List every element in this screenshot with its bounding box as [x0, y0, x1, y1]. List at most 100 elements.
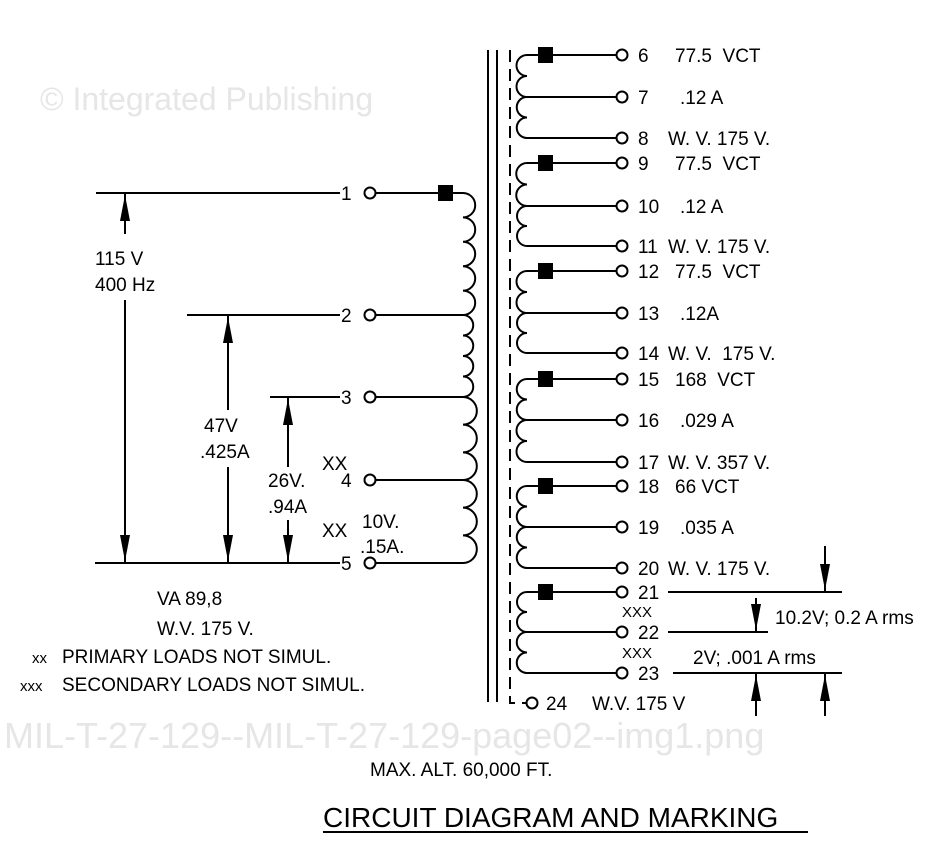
arrow-head: [223, 317, 233, 343]
terminal-21: [615, 585, 629, 599]
winding-2-label-3: W. V. 175 V.: [668, 237, 770, 258]
tap4-current: .15A.: [360, 537, 404, 558]
terminal-20-label: 20: [638, 559, 659, 580]
arrow-head: [120, 195, 130, 221]
winding-1-label-3: W. V. 175 V.: [668, 129, 770, 150]
arrow-head: [283, 399, 293, 425]
winding-2-label-1: 77.5 VCT: [675, 154, 761, 175]
winding-4-label-2: .029 A: [680, 411, 734, 432]
xxx-note: SECONDARY LOADS NOT SIMUL.: [62, 675, 365, 696]
winding-1-label-2: .12 A: [680, 88, 724, 109]
terminal-12: [615, 264, 629, 278]
secondary-coil: [515, 96, 528, 139]
secondary-coil: [515, 54, 528, 98]
terminal-22: [615, 625, 629, 639]
secondary-coil: [515, 270, 528, 314]
supply-frequency: 400 Hz: [95, 275, 155, 296]
terminal-17: [615, 455, 629, 469]
terminal-2-label: 2: [341, 306, 352, 327]
terminal-10-label: 10: [638, 197, 659, 218]
polarity-dot-square: [438, 185, 453, 201]
terminal-8: [615, 131, 629, 145]
polarity-dot-square: [538, 155, 553, 171]
tap3-voltage: 26V.: [268, 471, 305, 492]
terminal-3-label: 3: [341, 388, 352, 409]
terminal-4: [363, 473, 377, 487]
terminal-9: [615, 156, 629, 170]
winding-3-label-2: .12A: [680, 304, 719, 325]
secondary-coil: [515, 485, 528, 528]
secondary-coil: [515, 378, 528, 421]
winding-5-label-1: 66 VCT: [675, 477, 740, 498]
terminal-23-label: 23: [638, 664, 659, 685]
winding-1-label-1: 77.5 VCT: [675, 46, 761, 67]
terminal-23: [615, 666, 629, 680]
arrow-head: [751, 675, 761, 701]
winding-4-label-1: 168 VCT: [675, 370, 756, 391]
secondary-coil: [515, 631, 528, 674]
xx-note-mark: xx: [32, 650, 48, 667]
terminal-15-label: 15: [638, 370, 659, 391]
primary-coil: [462, 314, 475, 398]
tap2-current: .425A: [200, 442, 250, 463]
xx-mark-2: XX: [322, 521, 348, 542]
va-rating: VA 89,8: [157, 589, 222, 610]
terminal-7: [615, 90, 629, 104]
watermark-filename: MIL-T-27-129--MIL-T-27-129-page02--img1.…: [4, 715, 764, 756]
max-altitude: MAX. ALT. 60,000 FT.: [370, 760, 552, 781]
xx-mark-1: XX: [322, 454, 348, 475]
winding-5-label-2: .035 A: [680, 518, 734, 539]
terminal-13: [615, 306, 629, 320]
winding-2-label-2: .12 A: [680, 197, 724, 218]
arrow-head: [120, 535, 130, 561]
arrow-head: [820, 675, 830, 701]
shield-dashed-line: [509, 50, 527, 704]
tap4-voltage: 10V.: [362, 512, 399, 533]
terminal-2: [363, 308, 377, 322]
terminal-5: [363, 556, 377, 570]
shield-working-voltage: W.V. 175 V: [592, 694, 686, 715]
arrow-head: [751, 604, 761, 630]
winding-4-label-3: W. V. 357 V.: [668, 453, 770, 474]
diagram-geometry: [95, 47, 842, 833]
polarity-dot-square: [538, 47, 553, 63]
terminal-3: [363, 390, 377, 404]
xxx-note-mark: xxx: [20, 678, 43, 695]
polarity-dot-square: [538, 478, 553, 494]
supply-voltage: 115 V: [95, 249, 144, 270]
watermark-copyright: © Integrated Publishing: [40, 81, 373, 117]
primary-working-voltage: W.V. 175 V.: [157, 619, 254, 640]
polarity-dot-square: [538, 263, 553, 279]
terminal-1-label: 1: [341, 184, 352, 205]
arrow-head: [820, 564, 830, 590]
terminal-6: [615, 48, 629, 62]
arrow-head: [283, 535, 293, 561]
terminal-13-label: 13: [638, 304, 659, 325]
terminal-15: [615, 372, 629, 386]
xxx-mark-2: XXX: [622, 645, 652, 662]
secondary-coil: [516, 205, 528, 247]
terminal-18: [615, 479, 629, 493]
winding-3-label-3: W. V. 175 V.: [668, 344, 775, 365]
terminal-16: [615, 413, 629, 427]
terminal-20: [615, 561, 629, 575]
terminal-6-label: 6: [638, 46, 649, 67]
terminal-17-label: 17: [638, 453, 659, 474]
terminal-19-label: 19: [638, 518, 659, 539]
secondary-coil: [516, 312, 528, 354]
secondary-coil: [515, 162, 528, 207]
tap2-voltage: 47V: [204, 416, 238, 437]
terminal-24-label: 24: [546, 694, 568, 715]
winding-5-label-3: W. V. 175 V.: [668, 559, 770, 580]
terminal-12-label: 12: [638, 262, 659, 283]
terminal-22-label: 22: [638, 623, 659, 644]
terminal-5-label: 5: [341, 554, 352, 575]
terminal-4-label: 4: [341, 471, 352, 492]
terminal-14: [615, 346, 629, 360]
secondary-coil: [515, 526, 528, 569]
polarity-dot-square: [538, 371, 553, 387]
xxx-mark-1: XXX: [622, 604, 652, 621]
tap3-current: .94A: [268, 497, 307, 518]
